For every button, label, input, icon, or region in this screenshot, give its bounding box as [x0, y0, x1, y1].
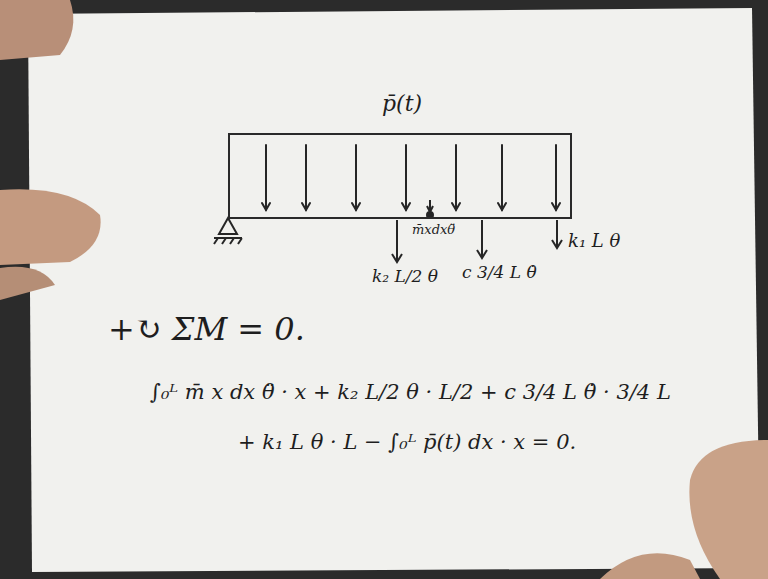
- force-label: c 3/4 L θ̇: [462, 262, 537, 282]
- ground-hatch: [214, 238, 242, 244]
- equation-text: +↻ ΣM = 0.: [108, 310, 305, 348]
- equation-text: + k₁ L θ · L − ∫₀ᴸ p̄(t) dx · x = 0.: [238, 430, 576, 454]
- damper-force: [477, 220, 487, 258]
- finger: [600, 553, 700, 579]
- finger: [0, 0, 73, 60]
- load-arrows: [262, 145, 560, 210]
- equation-text: ∫₀ᴸ m̄ x dx θ̈ · x + k₂ L/2 θ · L/2 + c …: [150, 380, 671, 404]
- inertia-force: [427, 200, 433, 212]
- finger: [0, 189, 101, 265]
- spring1-force: [552, 220, 562, 248]
- force-label: k₂ L/2 θ: [372, 266, 438, 286]
- load-label: p̄(t): [382, 91, 422, 116]
- finger: [689, 440, 768, 579]
- pin-support: [219, 218, 237, 234]
- support-and-forces: [214, 200, 562, 262]
- finger: [0, 267, 55, 300]
- paper-sheet: [28, 8, 760, 572]
- force-label: k₁ L θ: [568, 230, 620, 251]
- spring2-force: [392, 220, 402, 262]
- force-label: m̄xdxθ̈: [412, 222, 455, 237]
- load-region: p̄(t): [228, 133, 572, 219]
